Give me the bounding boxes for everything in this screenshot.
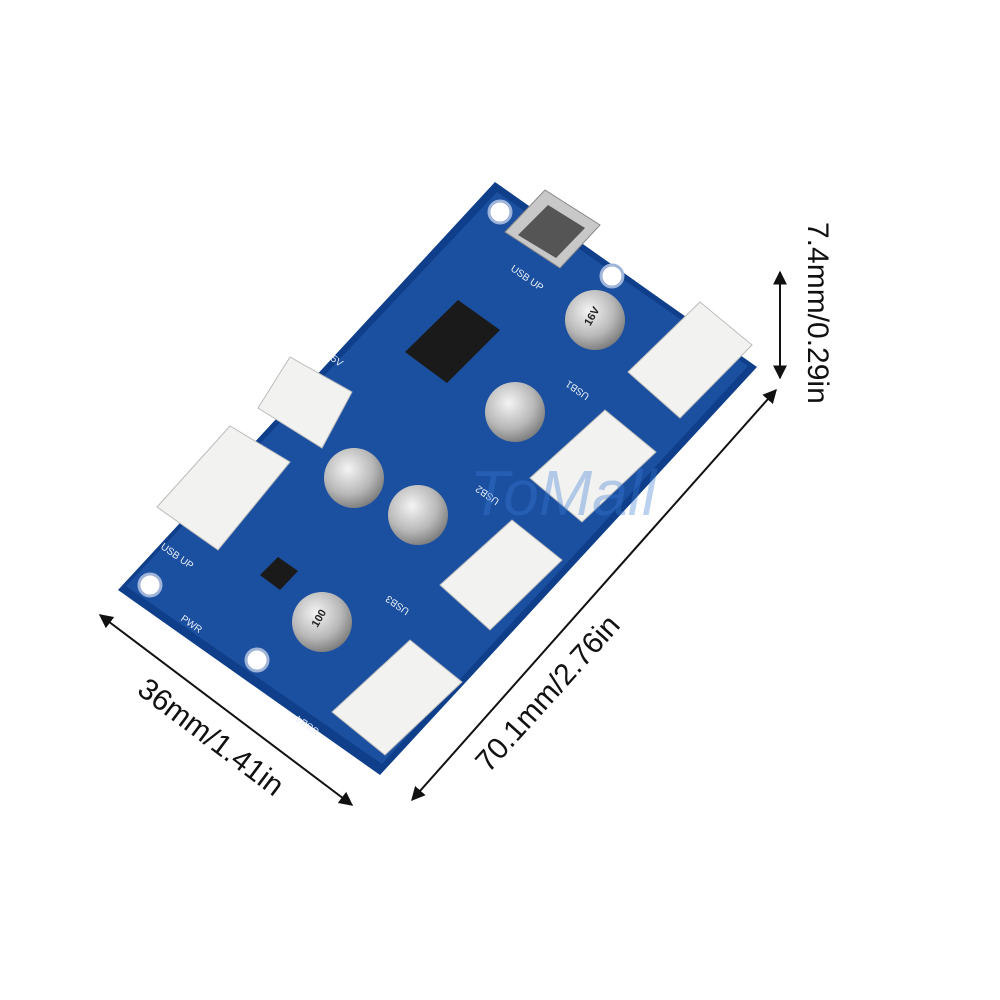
dimension-arrows	[98, 270, 787, 806]
watermark: ToMall	[470, 457, 658, 529]
height-dimension-label: 7.4mm/0.29in	[801, 222, 834, 404]
usb-c-port	[504, 189, 601, 269]
